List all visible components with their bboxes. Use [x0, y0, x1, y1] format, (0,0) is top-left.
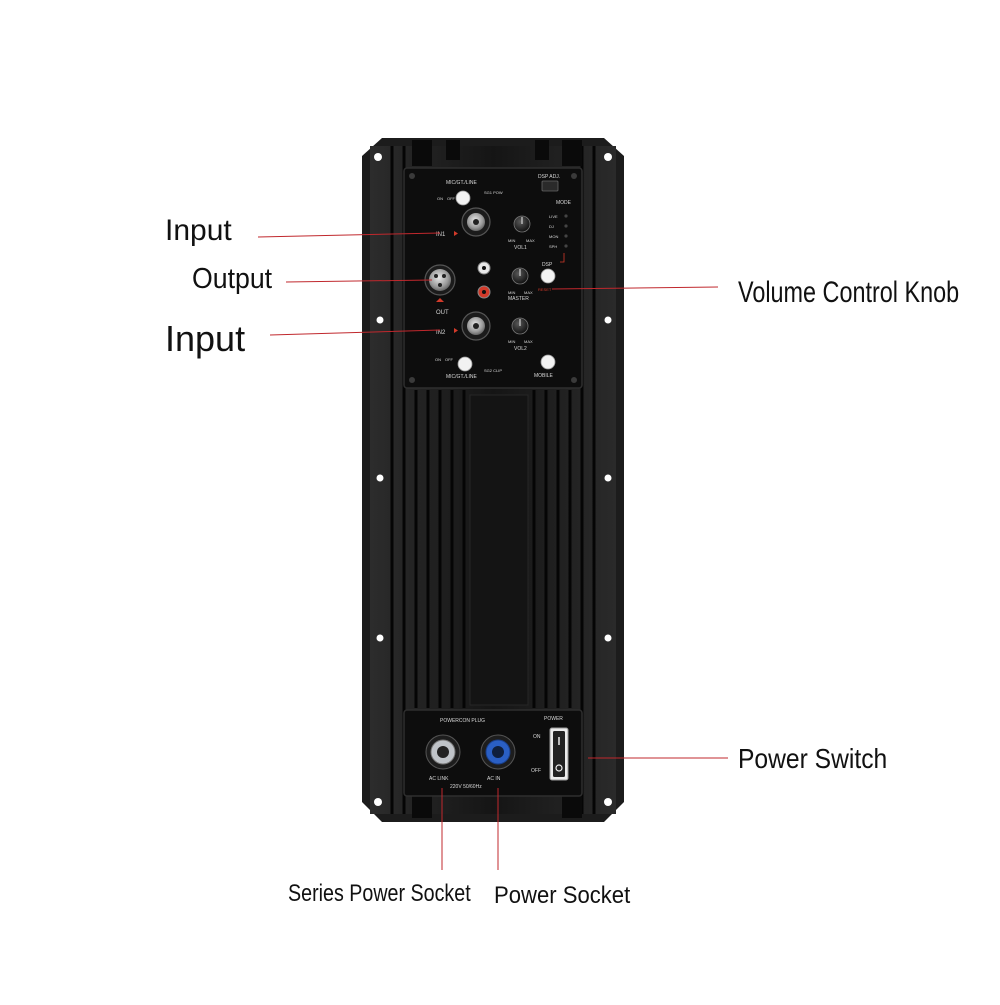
mode-label: MODE	[556, 200, 572, 206]
callout-input-bottom: Input	[165, 318, 246, 359]
callout-output: Output	[192, 263, 273, 295]
callout-power-socket: Power Socket	[494, 882, 631, 909]
powercon-plug-label: POWERCON PLUG	[440, 718, 485, 724]
mode-mon-label: MON	[549, 234, 558, 239]
on-label-top: ON	[437, 196, 443, 201]
ac-link-label: AC LINK	[429, 776, 449, 782]
mic-line-label-top: MIC/GT./LINE	[446, 180, 478, 186]
control-panel: DSP ADJ. MIC/GT./LINE ON OFF SG1 POW IN1…	[403, 167, 583, 389]
in2-label: IN2	[436, 330, 446, 336]
vol2-min-label: MIN	[508, 339, 515, 344]
signal-power-label: SG1 POW	[484, 190, 503, 195]
off-label-bottom: OFF	[445, 357, 454, 362]
vol1-max-label: MAX	[526, 238, 535, 243]
dsp-button[interactable]	[540, 268, 556, 284]
callout-series-power-socket: Series Power Socket	[288, 880, 471, 907]
mode-live-label: LIVE	[549, 214, 558, 219]
out-label: OUT	[436, 310, 449, 316]
vol1-min-label: MIN	[508, 238, 515, 243]
callout-volume-control-knob: Volume Control Knob	[738, 276, 960, 309]
on-label-bottom: ON	[435, 357, 441, 362]
signal-clip-label: SG2 CLIP	[484, 368, 502, 373]
in1-arrow-icon	[454, 231, 458, 236]
input2-mode-button[interactable]	[457, 356, 473, 372]
master-max-label: MAX	[524, 290, 533, 295]
input1-mode-button[interactable]	[455, 190, 471, 206]
mobile-label: MOBILE	[534, 373, 554, 379]
mode-dj-label: DJ	[549, 224, 554, 229]
out-arrow-icon	[436, 298, 444, 302]
in2-arrow-icon	[454, 328, 458, 333]
power-panel: POWERCON PLUG POWER AC LINK AC IN 220V 5…	[403, 709, 583, 797]
reset-label: RESET	[538, 287, 552, 292]
ac-in-label: AC IN	[487, 776, 501, 782]
vol2-label: VOL2	[514, 346, 527, 352]
power-label: POWER	[544, 716, 563, 722]
off-label-top: OFF	[447, 196, 456, 201]
callout-input-top: Input	[165, 214, 232, 247]
callout-power-switch: Power Switch	[738, 743, 888, 774]
rating-label: 220V 50/60Hz	[450, 784, 482, 790]
mode-sph-label: SPH	[549, 244, 557, 249]
vol2-max-label: MAX	[524, 339, 533, 344]
power-on-label: ON	[533, 734, 541, 740]
leader-input-top	[257, 232, 441, 238]
mode-leds	[564, 214, 568, 248]
dsp-label: DSP	[542, 262, 553, 268]
mounting-holes	[374, 153, 612, 806]
leader-lines	[257, 232, 728, 870]
master-min-label: MIN	[508, 290, 515, 295]
leader-volume-knob	[551, 286, 719, 290]
leader-input-bottom	[269, 329, 441, 336]
in1-label: IN1	[436, 232, 446, 238]
usb-port[interactable]	[541, 180, 559, 192]
mobile-button[interactable]	[540, 354, 556, 370]
leader-output	[285, 279, 433, 283]
mic-line-label-bottom: MIC/GT./LINE	[446, 374, 478, 380]
power-off-label: OFF	[531, 768, 541, 774]
master-label: MASTER	[508, 296, 529, 302]
dsp-adj-label: DSP ADJ.	[538, 174, 560, 180]
vol1-label: VOL1	[514, 245, 527, 251]
